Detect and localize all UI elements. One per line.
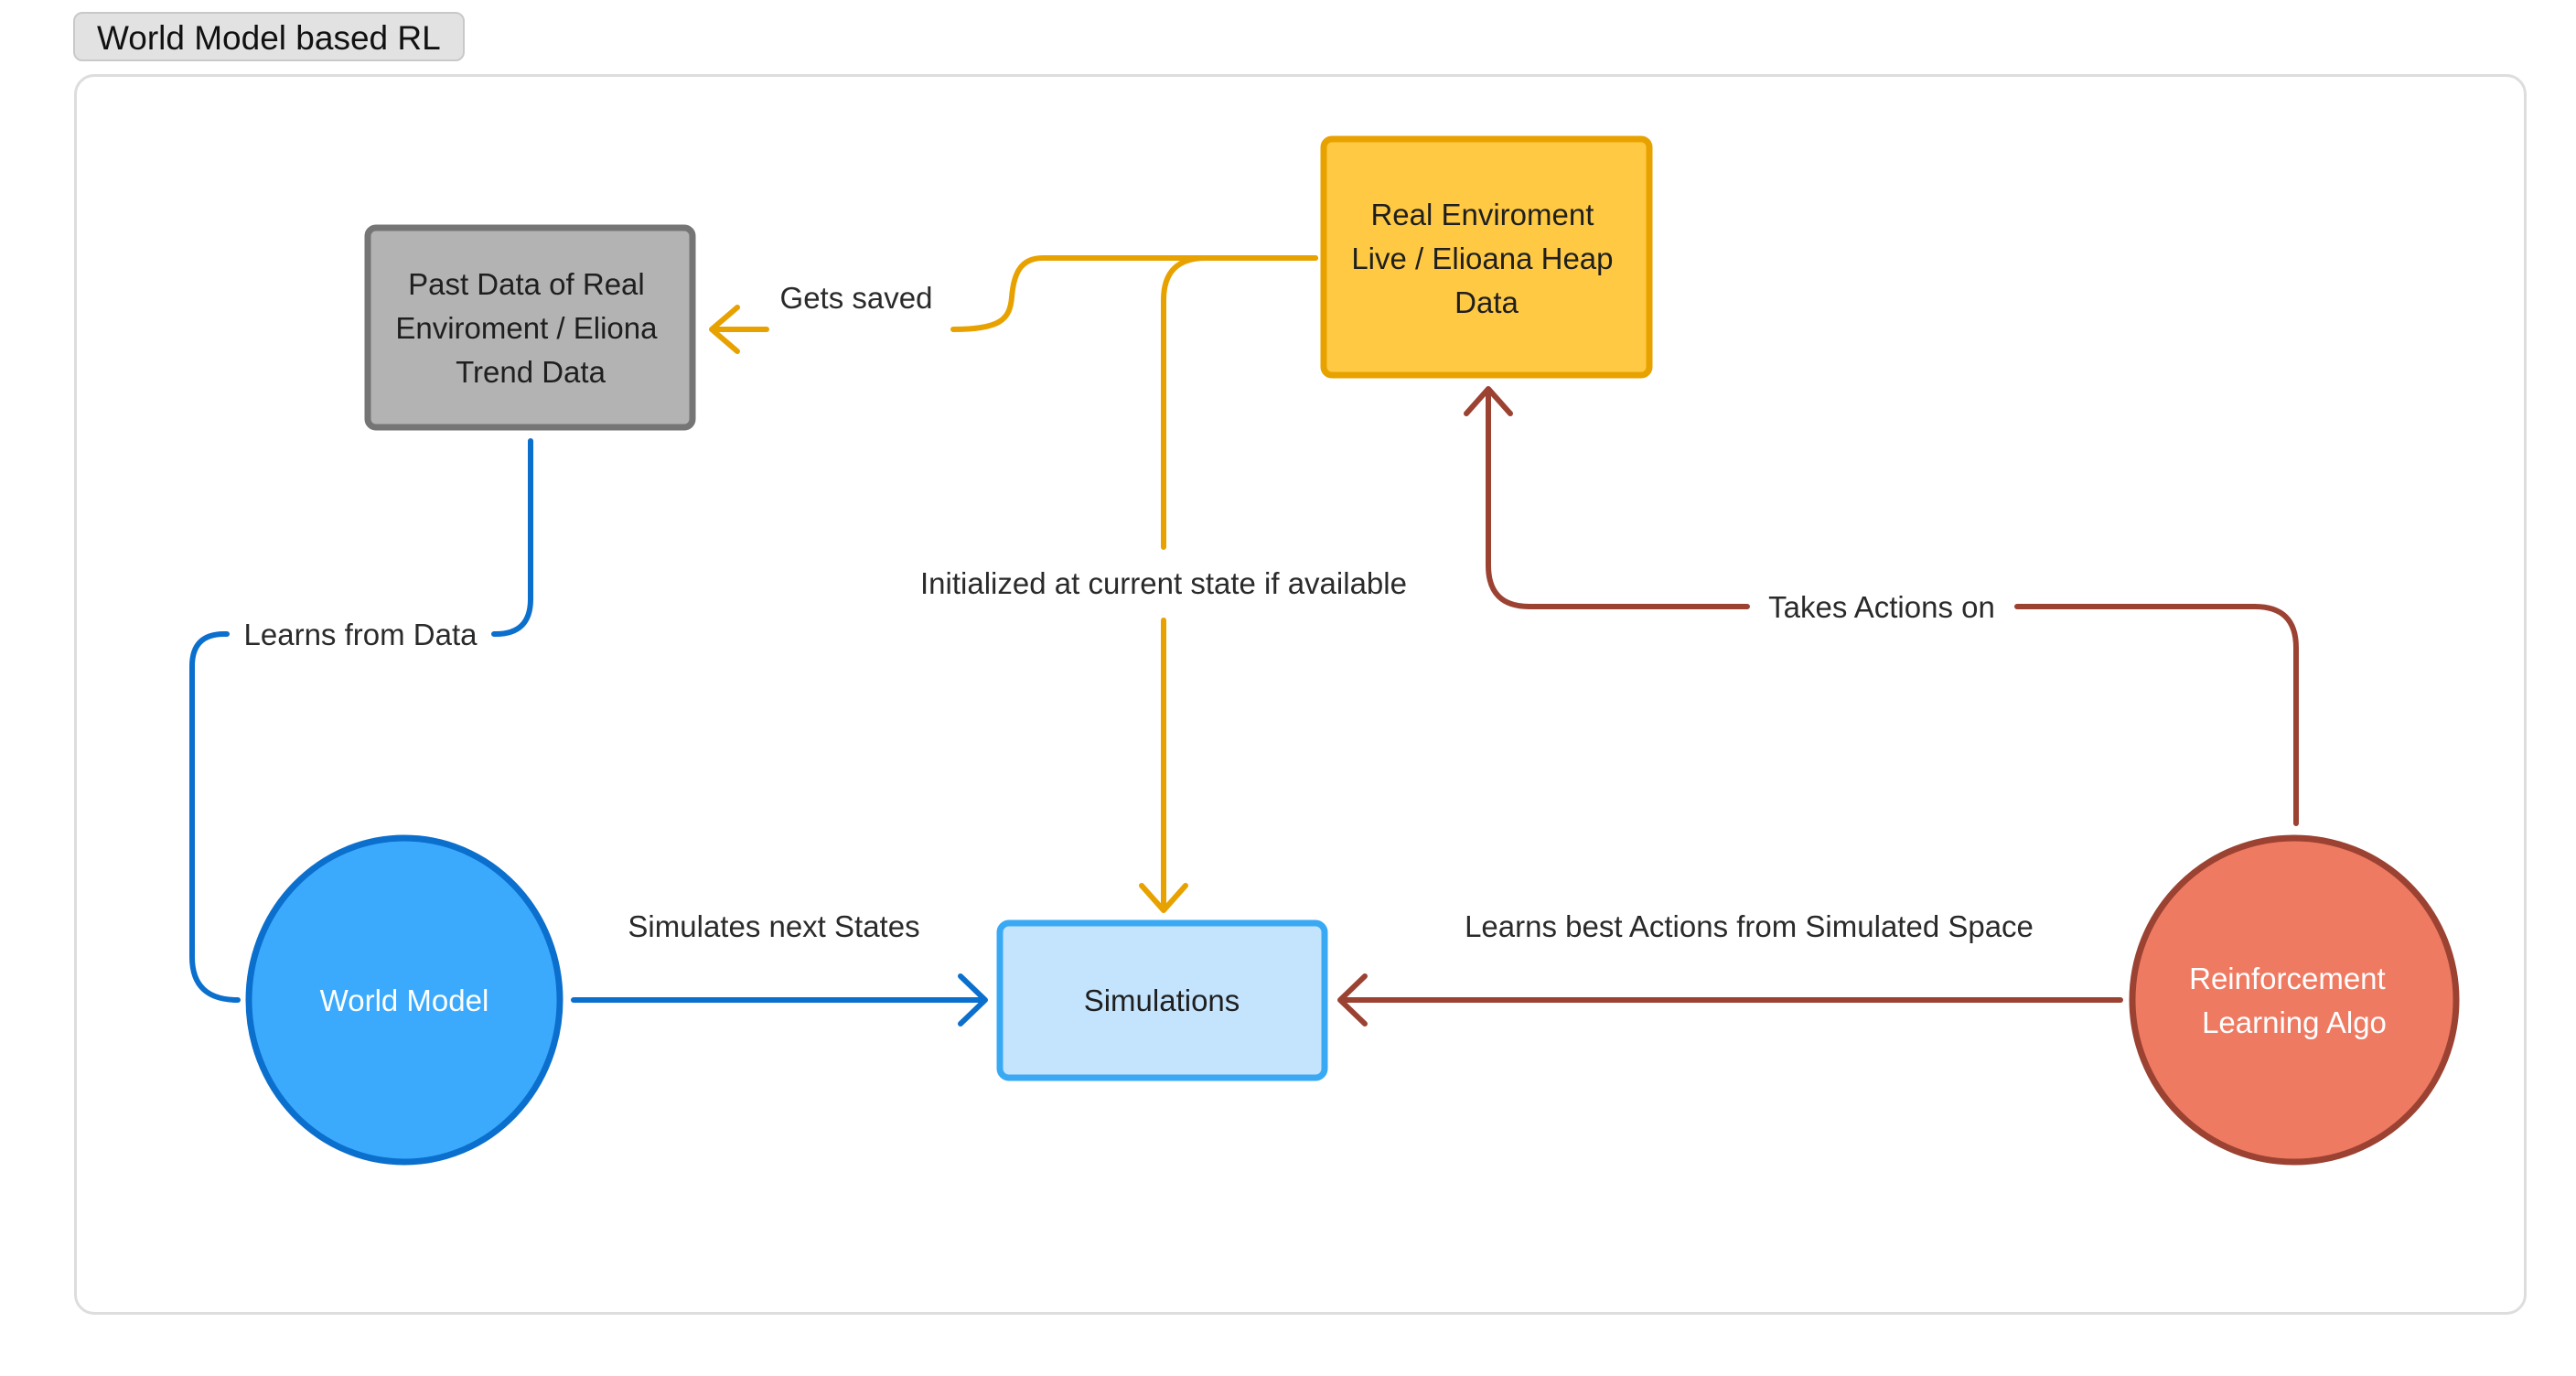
arrowhead-initialized: [1139, 883, 1188, 913]
arrowhead-takes-actions: [1464, 386, 1513, 416]
simulations-label: Simulations: [1084, 984, 1240, 1017]
real-env-line-1: Real Enviroment: [1370, 198, 1594, 231]
node-rl-algo[interactable]: Reinforcement Learning Algo: [2129, 834, 2460, 1166]
label-takes-actions: Takes Actions on: [1768, 590, 1995, 624]
label-learns-best: Learns best Actions from Simulated Space: [1465, 909, 2034, 943]
node-real-environment[interactable]: Real Enviroment Live / Elioana Heap Data: [1320, 135, 1653, 379]
rl-algo-line-1: Reinforcement: [2189, 962, 2386, 995]
arrowhead-gets-saved: [709, 305, 740, 354]
svg-text:Past Data of Real Enviro: Past Data of Real Enviroment / Eliona Tr…: [395, 267, 665, 389]
edge-takes-actions[interactable]: [2014, 604, 2299, 826]
rl-algo-line-2: Learning Algo: [2202, 1005, 2387, 1039]
edge-initialized[interactable]: [1161, 255, 1318, 550]
past-data-line-1: Past Data of Real: [408, 267, 645, 301]
edge-learns-from-data[interactable]: [491, 438, 533, 637]
arrowhead-simulates-next: [958, 973, 988, 1027]
svg-text:Reinforcement Learning A: Reinforcement Learning Algo: [2189, 962, 2394, 1039]
frame-title[interactable]: World Model based RL: [73, 12, 465, 61]
edge-takes-actions-left: [1486, 392, 1750, 609]
node-simulations[interactable]: Simulations: [996, 919, 1328, 1081]
real-env-line-3: Data: [1454, 285, 1519, 319]
diagram-frame: [74, 74, 2527, 1315]
node-past-data[interactable]: Past Data of Real Enviroment / Eliona Tr…: [364, 224, 696, 431]
past-data-line-3: Trend Data: [456, 355, 606, 389]
label-initialized: Initialized at current state if availabl…: [920, 566, 1407, 600]
label-learns-from-data: Learns from Data: [244, 618, 478, 651]
svg-text:Simulations: Simulations: [1084, 984, 1240, 1017]
past-data-line-2: Enviroment / Eliona: [395, 311, 658, 345]
world-model-label: World Model: [320, 984, 489, 1017]
edge-learns-from-data-lower: [189, 631, 241, 1003]
real-env-line-2: Live / Elioana Heap: [1351, 242, 1613, 275]
label-simulates-next: Simulates next States: [628, 909, 919, 943]
label-gets-saved: Gets saved: [780, 281, 933, 315]
arrowhead-learns-best: [1337, 973, 1368, 1027]
svg-text:Real Enviroment Live / E: Real Enviroment Live / Elioana Heap Data: [1351, 198, 1621, 319]
node-world-model[interactable]: World Model: [245, 834, 564, 1166]
svg-text:World Model: World Model: [320, 984, 489, 1017]
edge-gets-saved[interactable]: [950, 255, 1318, 332]
